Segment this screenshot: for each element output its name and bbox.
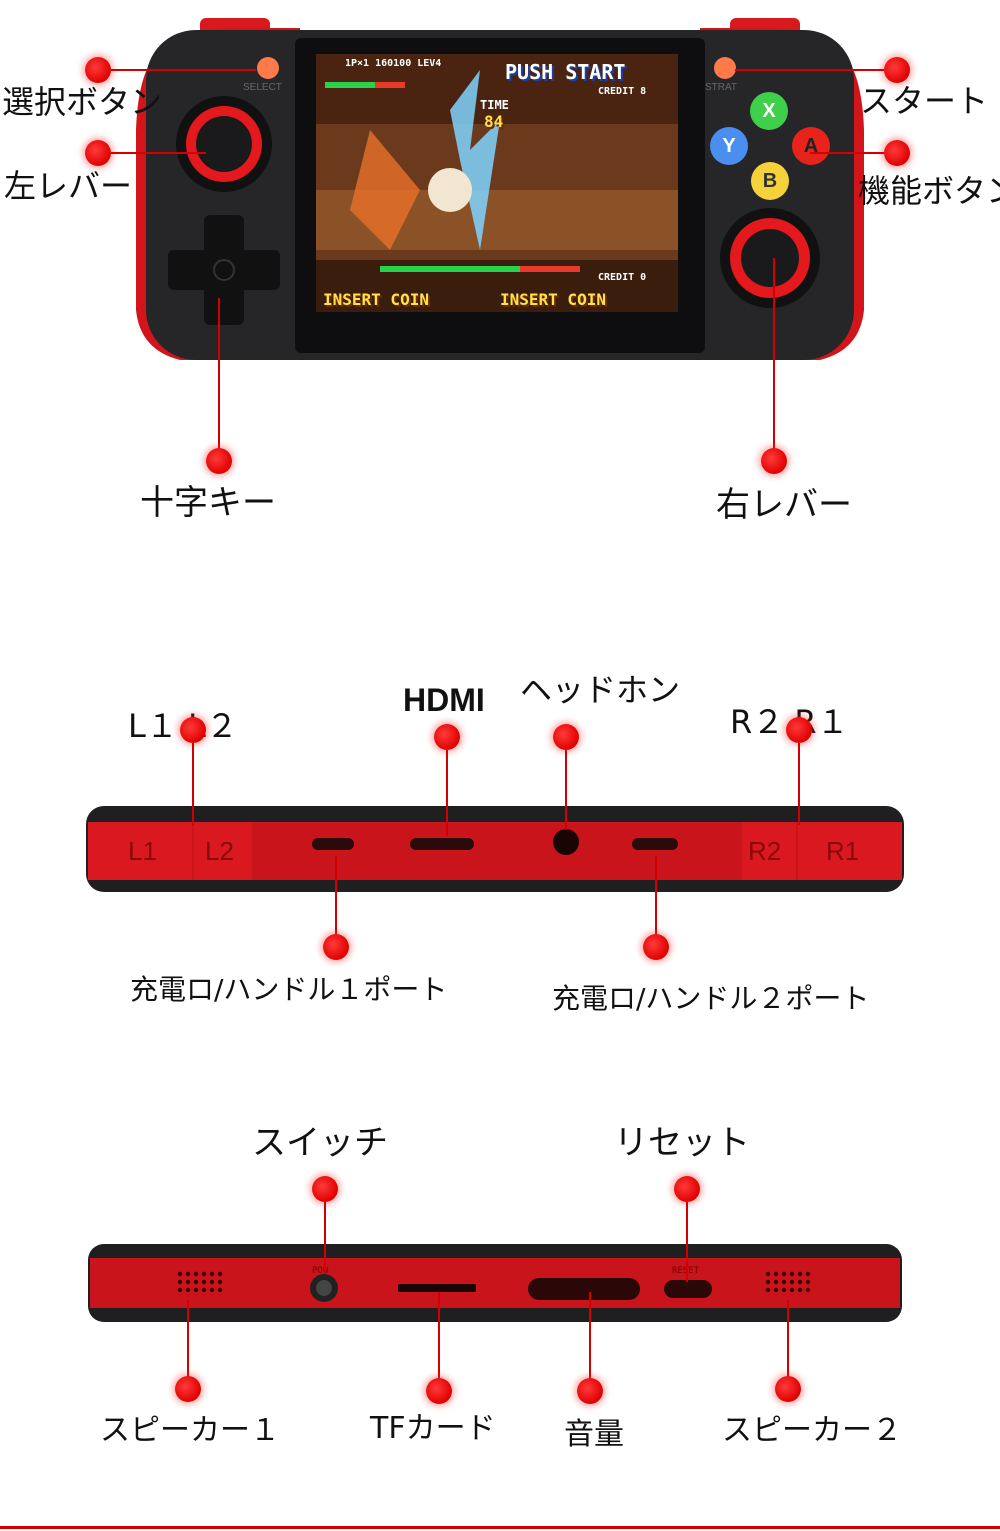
callout-dot-function xyxy=(884,140,910,166)
callout-line-hdmi xyxy=(446,750,448,836)
console-top-edge xyxy=(86,806,904,892)
label-function-buttons: 機能ボタン xyxy=(858,172,1000,210)
console-bottom-edge xyxy=(88,1244,902,1322)
callout-dot-right-stick xyxy=(761,448,787,474)
label-right-stick: 右レバー xyxy=(716,485,852,525)
label-speaker2: スピーカー２ xyxy=(722,1413,902,1448)
label-dpad: 十字キー xyxy=(140,483,276,523)
start-button xyxy=(714,57,736,79)
label-charge-port-1: 充電ロ/ハンドル１ポート xyxy=(130,973,448,1006)
reset-print: RESET xyxy=(672,1266,699,1276)
screen-hud-top: 1P×1 160100 LEV4 xyxy=(345,58,442,69)
callout-dot-start xyxy=(884,57,910,83)
callout-dot-volume xyxy=(577,1378,603,1404)
label-left-stick: 左レバー xyxy=(4,167,133,205)
b-button[interactable]: B xyxy=(751,162,789,200)
callout-dot-l1l2 xyxy=(180,717,206,743)
callout-line-dpad xyxy=(218,298,220,450)
label-charge-port-2: 充電ロ/ハンドル２ポート xyxy=(552,982,870,1015)
callout-dot-charge1 xyxy=(323,934,349,960)
callout-dot-r2r1 xyxy=(786,717,812,743)
start-print: STRAT xyxy=(705,82,738,93)
callout-line-headphone xyxy=(565,750,567,830)
callout-dot-select xyxy=(85,57,111,83)
screen-insert-coin-1: INSERT COIN xyxy=(323,290,429,309)
callout-line-start xyxy=(735,69,884,71)
callout-dot-headphone xyxy=(553,724,579,750)
callout-line-volume xyxy=(589,1292,591,1380)
callout-dot-left-stick xyxy=(85,140,111,166)
a-button[interactable]: A xyxy=(792,127,830,165)
label-switch: スイッチ xyxy=(252,1123,388,1163)
callout-line-charge2 xyxy=(655,856,657,936)
callout-dot-speaker2 xyxy=(775,1376,801,1402)
callout-dot-tf xyxy=(426,1378,452,1404)
y-button[interactable]: Y xyxy=(710,127,748,165)
callout-line-left-stick xyxy=(111,152,206,154)
label-hdmi: HDMI xyxy=(403,682,485,718)
callout-line-select xyxy=(111,69,256,71)
screen-credit-top: CREDIT 8 xyxy=(598,86,647,97)
screen-push-start: PUSH START xyxy=(505,60,626,84)
shoulder-print-l2: L2 xyxy=(205,836,234,866)
label-reset: リセット xyxy=(614,1123,750,1163)
callout-line-charge1 xyxy=(335,856,337,936)
bottom-divider xyxy=(0,1526,1000,1529)
shoulder-print-l1: L1 xyxy=(128,836,157,866)
x-button[interactable]: X xyxy=(750,92,788,130)
callout-line-function xyxy=(810,152,884,154)
screen-insert-coin-2: INSERT COIN xyxy=(500,290,606,309)
select-button xyxy=(257,57,279,79)
callout-line-tf xyxy=(438,1292,440,1380)
callout-dot-speaker1 xyxy=(175,1376,201,1402)
callout-dot-hdmi xyxy=(434,724,460,750)
callout-dot-switch xyxy=(312,1176,338,1202)
screen-credit-bottom: CREDIT 0 xyxy=(598,272,647,283)
label-volume: 音量 xyxy=(564,1417,624,1452)
label-start: スタート xyxy=(860,82,989,120)
callout-line-switch xyxy=(324,1202,326,1274)
shoulder-print-r1: R1 xyxy=(826,836,860,866)
callout-dot-charge2 xyxy=(643,934,669,960)
label-headphone: ヘッドホン xyxy=(520,671,681,709)
label-tf-card: TFカード xyxy=(370,1411,496,1446)
callout-dot-dpad xyxy=(206,448,232,474)
screen-time: TIME xyxy=(480,98,509,112)
shoulder-print-r2: R2 xyxy=(748,836,782,866)
callout-line-speaker1 xyxy=(187,1300,189,1378)
label-speaker1: スピーカー１ xyxy=(100,1413,280,1448)
select-print: SELECT xyxy=(243,82,282,93)
callout-dot-reset xyxy=(674,1176,700,1202)
power-print: POW xyxy=(312,1266,329,1276)
callout-line-l1l2 xyxy=(192,743,194,825)
callout-line-right-stick xyxy=(773,258,775,450)
callout-line-r2r1 xyxy=(798,743,800,825)
label-select: 選択ボタン xyxy=(2,83,163,121)
callout-line-speaker2 xyxy=(787,1300,789,1378)
callout-line-reset xyxy=(686,1202,688,1282)
screen-time-value: 84 xyxy=(484,112,504,131)
